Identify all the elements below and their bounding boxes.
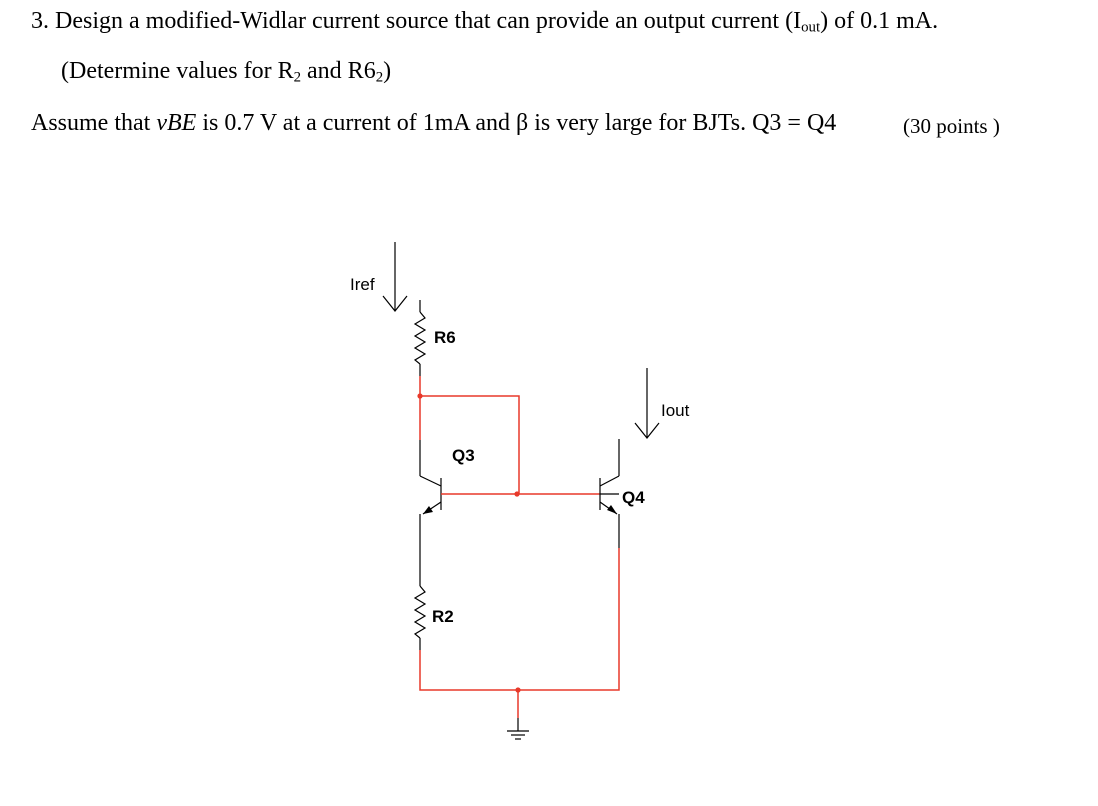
r2-resistor [413,548,427,650]
q4-label: Q4 [622,488,645,507]
line3-prefix: Assume that [31,110,157,136]
ground-icon [507,718,529,740]
line2-prefix: (Determine values for R [61,58,294,84]
q3-label: Q3 [452,446,475,465]
ground-node-dot [515,687,521,693]
iout-arrow [634,368,660,439]
line2-suffix: ) [383,58,392,84]
r6-node-dot [417,393,423,399]
iref-label: Iref [350,275,375,294]
q3-collector-base-wire [419,376,520,494]
q4-transistor [599,439,620,548]
iout-label: Iout [661,401,690,420]
base-node-dot [514,491,520,497]
points-label: (30 points ) [903,114,1000,138]
ground-return-wire [419,548,620,718]
line1-sub: out [801,19,821,36]
iref-arrow [382,242,408,312]
vbe-symbol: vBE [156,110,197,136]
r6-resistor [413,300,427,376]
line2-sub1: 2 [293,69,302,86]
line2-sub2: 2 [375,69,384,86]
line1-suffix: ) of 0.1 mA. [820,8,939,34]
q3-transistor [419,475,442,548]
question-line-2: (Determine values for R2 and R62) [61,58,391,87]
question-line-1: 3. Design a modified-Widlar current sour… [31,8,938,37]
r2-label: R2 [432,607,454,626]
line3-suffix: is 0.7 V at a current of 1mA and β is ve… [196,110,837,136]
question-line-3: Assume that vBE is 0.7 V at a current of… [31,110,836,137]
line1-prefix: 3. Design a modified-Widlar current sour… [31,8,802,34]
line2-middle: and R6 [301,58,376,84]
r6-label: R6 [434,328,456,347]
